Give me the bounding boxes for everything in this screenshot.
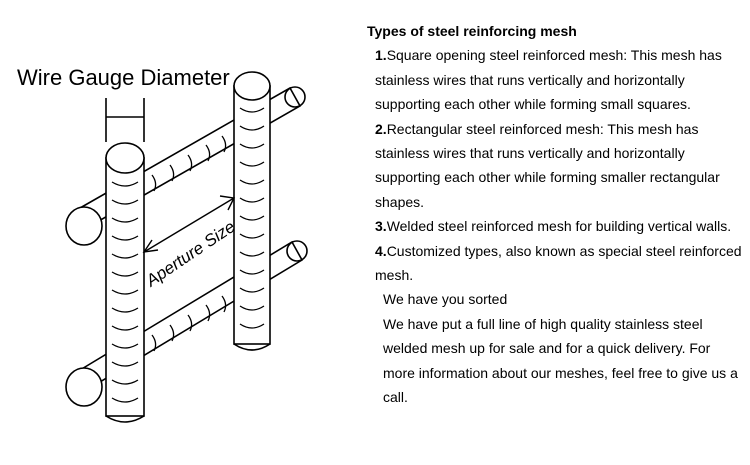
item-number: 2.	[375, 120, 387, 137]
rib-marks	[111, 107, 265, 403]
item-number: 3.	[375, 218, 387, 235]
item-text: Welded steel reinforced mesh for buildin…	[386, 218, 732, 235]
list-item: 1.Square opening steel reinforced mesh: …	[367, 43, 742, 116]
mesh-diagram: Wire Gauge Diameter Aperture Size	[0, 0, 350, 465]
wire-gauge-dimension	[105, 98, 145, 142]
item-text: Square opening steel reinforced mesh: Th…	[375, 47, 722, 113]
list-item: 3.Welded steel reinforced mesh for build…	[367, 214, 742, 238]
list-item: 4.Customized types, also known as specia…	[367, 239, 742, 288]
vertical-bar-left	[105, 142, 145, 423]
article-text: Types of steel reinforcing mesh 1.Square…	[367, 19, 742, 410]
list-item: 2.Rectangular steel reinforced mesh: Thi…	[367, 117, 742, 215]
item-text: Rectangular steel reinforced mesh: This …	[375, 120, 720, 210]
aperture-label: Aperture Size	[142, 217, 239, 291]
closing-paragraph: We have put a full line of high quality …	[383, 315, 738, 406]
aperture-dimension	[142, 195, 236, 253]
mesh-illustration: Wire Gauge Diameter Aperture Size	[17, 65, 308, 423]
item-number: 1.	[375, 47, 387, 64]
vertical-bar-right	[233, 71, 271, 351]
item-number: 4.	[375, 242, 387, 259]
article-heading: Types of steel reinforcing mesh	[367, 23, 577, 39]
item-text: Customized types, also known as special …	[375, 242, 742, 284]
wire-gauge-label: Wire Gauge Diameter	[17, 65, 230, 90]
sorted-line: We have you sorted	[383, 291, 508, 308]
